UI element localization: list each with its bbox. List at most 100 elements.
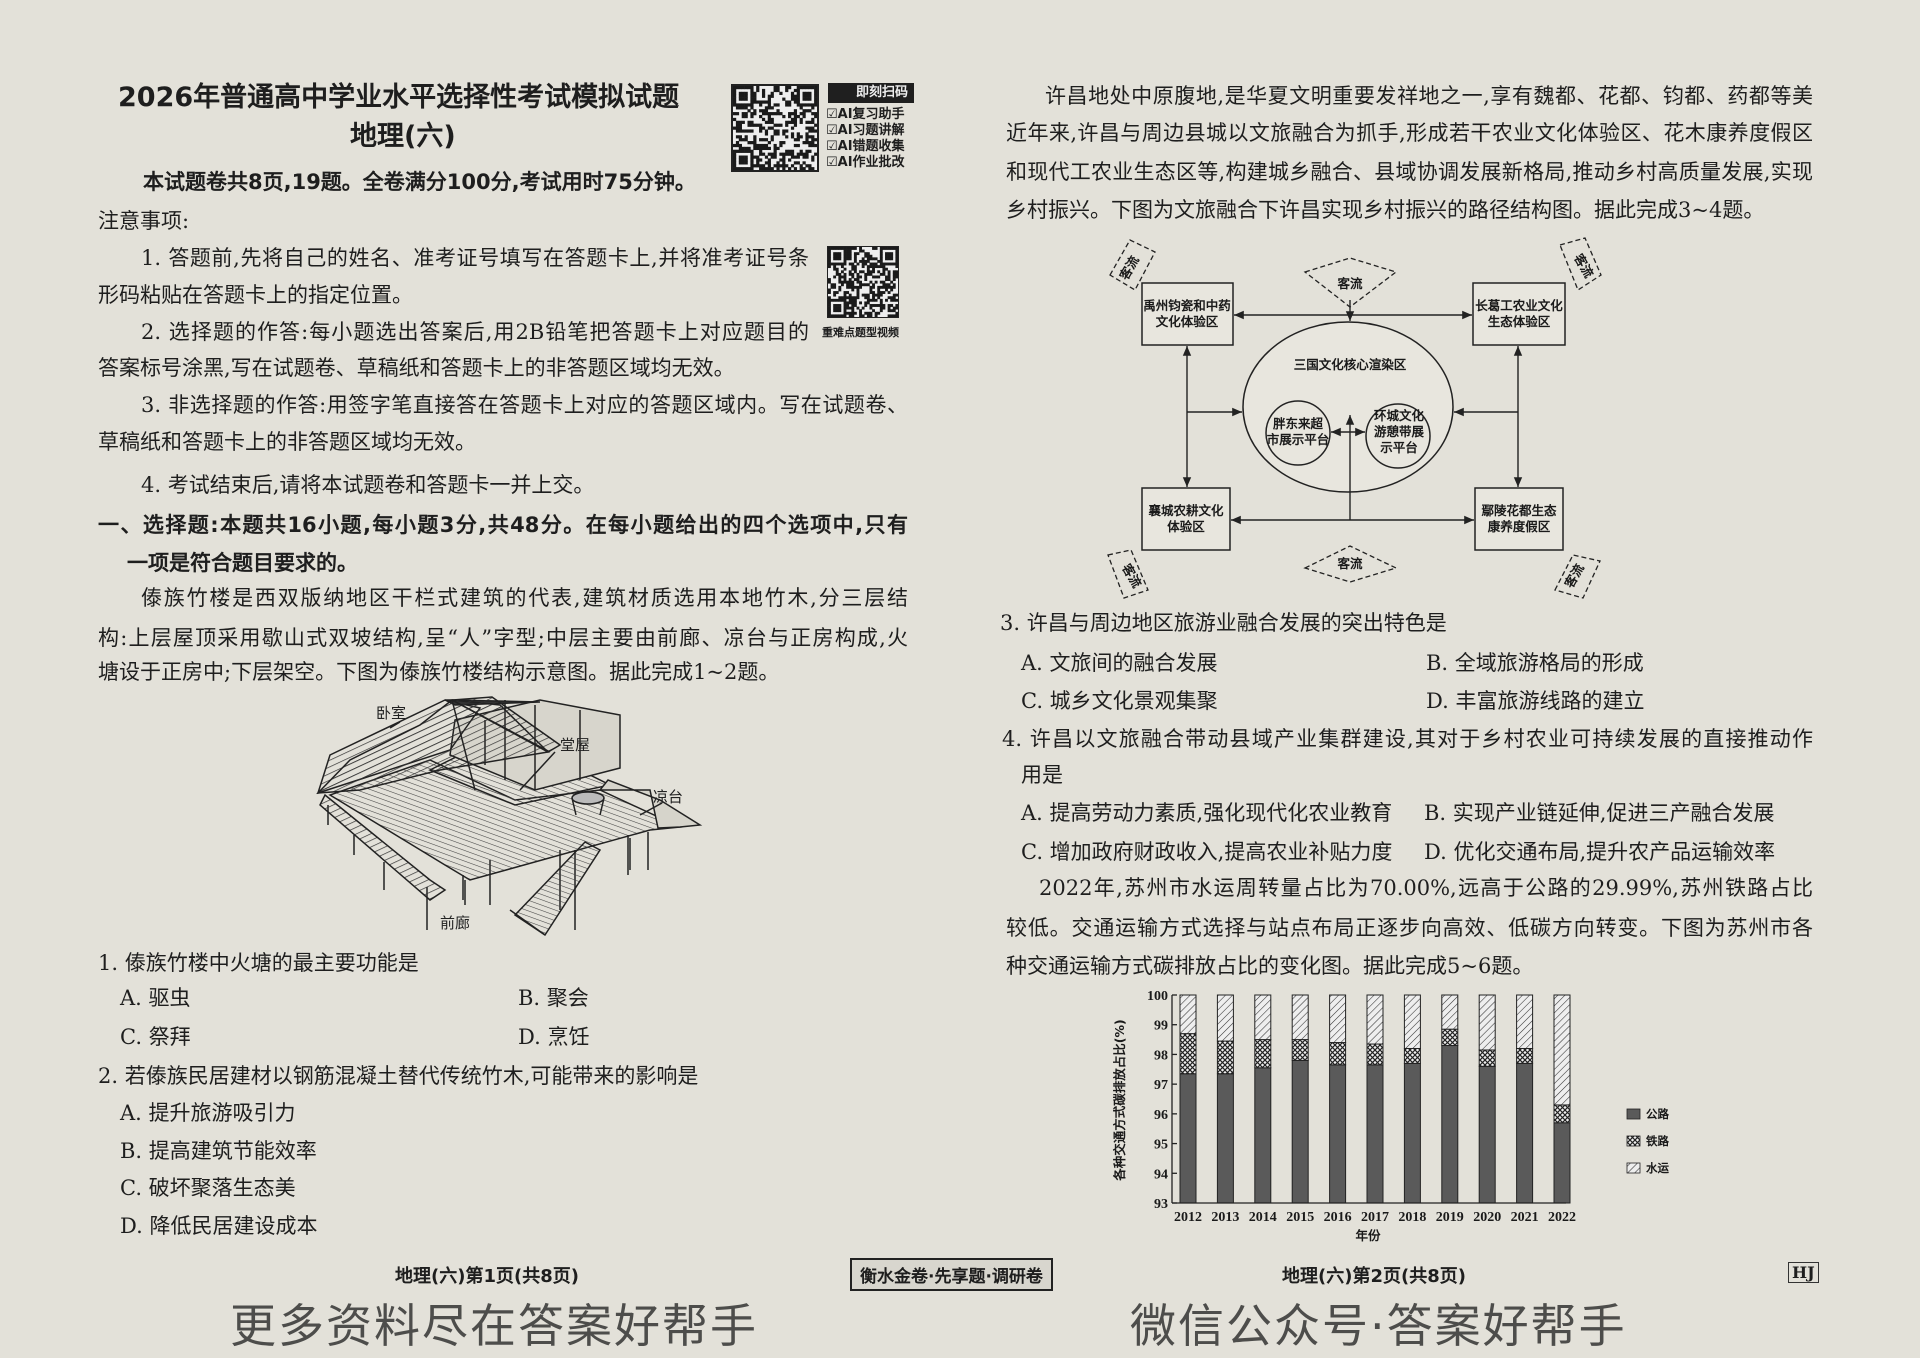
x-tick-label: 2015 [1286,1210,1314,1225]
flow-label: 客流 [1336,276,1363,291]
bar-segment-road [1441,1045,1459,1204]
bar-segment-rail [1478,1049,1496,1067]
legend-label: 铁路 [1646,1134,1669,1148]
passage-line: 乡村振兴。下图为文旅融合下许昌实现乡村振兴的路径结构图。据此完成3~4题。 [1006,198,1765,222]
section-heading: 一项是符合题目要求的。 [127,551,358,575]
question-2-stem: 2. 若傣族民居建材以钢筋混凝土替代传统竹木,可能带来的影响是 [98,1064,699,1088]
bar-segment-rail [1254,1039,1272,1069]
zone-label: 康养度假区 [1488,519,1551,534]
flow-shape-top [1303,257,1398,308]
bar-segment-road [1366,1064,1384,1204]
question-3-option-a[interactable]: A. 文旅间的融合发展 [1021,651,1218,675]
qr-feature: ☑AI复习助手 [826,107,905,122]
passage-line: 较低。交通运输方式选择与站点布局正逐步向高效、低碳方向转变。下图为苏州市各 [1006,916,1813,940]
x-tick-label: 2016 [1324,1210,1352,1225]
notice-line: 4. 考试结束后,请将本试题卷和答题卡一并上交。 [141,473,595,497]
qr-feature: ☑AI错题收集 [826,139,905,154]
x-tick-label: 2022 [1548,1210,1576,1225]
zone-box-yanling [1474,487,1564,551]
bar-segment-water [1441,994,1459,1030]
question-1-option-b[interactable]: B. 聚会 [518,986,589,1010]
x-tick-label: 2021 [1511,1210,1539,1225]
y-tick-label: 96 [1154,1108,1168,1123]
passage-line: 近年来,许昌与周边县城以文旅融合为抓手,形成若干农业文化体验区、花木康养度假区 [1006,121,1813,145]
bar-segment-road [1403,1062,1421,1204]
notice-line: 3. 非选择题的作答:用签字笔直接答在答题卡上对应的答题区域内。写在试题卷、 [141,393,908,417]
qr-code[interactable] [731,84,819,172]
question-3-option-d[interactable]: D. 丰富旅游线路的建立 [1426,689,1645,713]
bar-segment-water [1403,994,1421,1049]
zone-box-changge [1472,282,1566,346]
label-porch: 前廊 [440,914,470,932]
notice-heading: 注意事项: [98,209,190,233]
flow-shape-tl [1109,239,1156,291]
qr-code-video[interactable] [827,246,899,318]
question-2-option-c[interactable]: C. 破坏聚落生态美 [120,1176,296,1200]
watermark-text: 微信公众号·答案好帮手 [1130,1299,1627,1353]
exam-info: 本试题卷共8页,19题。全卷满分100分,考试用时75分钟。 [143,170,696,194]
question-2-option-a[interactable]: A. 提升旅游吸引力 [120,1101,296,1125]
qr-caption: 重难点题型视频 [822,326,899,339]
bar-segment-water [1291,994,1309,1041]
x-tick-label: 2017 [1361,1210,1389,1225]
flow-shape-tr [1559,237,1602,291]
zone-label: 体验区 [1167,519,1205,534]
passage-line: 2022年,苏州市水运周转量占比为70.00%,远高于公路的29.99%,苏州铁… [1039,876,1813,900]
question-1-option-d[interactable]: D. 烹饪 [518,1025,590,1049]
question-2-option-b[interactable]: B. 提高建筑节能效率 [120,1139,317,1163]
question-4-option-b[interactable]: B. 实现产业链延伸,促进三产融合发展 [1424,801,1775,825]
question-1-option-c[interactable]: C. 祭拜 [120,1025,191,1049]
chart-y-axis-label: 各种交通方式碳排放占比(%) [1112,1019,1127,1181]
notice-line: 2. 选择题的作答:每小题选出答案后,用2B铅笔把答题卡上对应题目的 [141,320,809,344]
bar-segment-road [1553,1122,1571,1204]
notice-line: 草稿纸和答题卡上的非答题区域均无效。 [98,430,476,454]
label-arrow [519,751,556,791]
flow-label: 客流 [1119,560,1145,590]
question-2-option-d[interactable]: D. 降低民居建设成本 [120,1214,318,1238]
zone-box-yuzhou [1141,282,1234,346]
y-tick-label: 94 [1154,1167,1168,1182]
y-tick-label: 93 [1154,1197,1168,1212]
platform-label: 游憩带展 [1374,424,1425,439]
flow-shape-bl [1107,549,1149,599]
bar-segment-rail [1441,1028,1459,1047]
platform-label: 示平台 [1379,440,1418,455]
question-4-option-d[interactable]: D. 优化交通布局,提升农产品运输效率 [1424,840,1776,864]
x-tick-label: 2020 [1473,1210,1501,1225]
qr-pattern [828,247,899,318]
question-3-option-c[interactable]: C. 城乡文化景观集聚 [1021,689,1218,713]
qr-feature: ☑AI作业批改 [826,155,905,170]
zone-label: 长葛工农业文化 [1475,298,1563,313]
y-tick-label: 97 [1154,1078,1168,1093]
y-tick-label: 95 [1154,1138,1168,1153]
publisher-banner: 衡水金卷·先享题·调研卷 [850,1258,1053,1291]
flow-label: 客流 [1571,250,1597,280]
bar-segment-road [1254,1067,1272,1204]
bar-segment-road [1216,1073,1234,1204]
question-4-stem: 用是 [1021,763,1063,787]
bar-segment-water [1254,994,1272,1041]
bar-segment-rail [1179,1033,1197,1075]
notice-line: 形码粘贴在答题卡上的指定位置。 [98,283,413,307]
qr-pattern [733,86,818,171]
flow-shape-br [1554,554,1601,599]
platform-label: 环城文化 [1374,408,1425,423]
bar-segment-water [1553,994,1571,1106]
exam-subtitle: 地理(六) [350,121,456,152]
notice-line: 1. 答题前,先将自己的姓名、准考证号填写在答题卡上,并将准考证号条 [141,246,809,270]
bar-segment-water [1179,994,1197,1035]
passage-line: 塘设于正房中;下层架空。下图为傣族竹楼结构示意图。据此完成1~2题。 [98,660,780,684]
question-1-option-a[interactable]: A. 驱虫 [120,986,191,1010]
bar-segment-road [1516,1062,1534,1204]
question-3-option-b[interactable]: B. 全域旅游格局的形成 [1426,651,1644,675]
page-footer-left: 地理(六)第1页(共8页) [395,1266,579,1287]
core-zone-ellipse [1242,321,1454,493]
question-4-option-c[interactable]: C. 增加政府财政收入,提高农业补贴力度 [1021,840,1393,864]
passage-line: 和现代工农业生态区等,构建城乡融合、县域协调发展新格局,推动乡村高质量发展,实现 [1006,160,1813,184]
question-3-stem: 3. 许昌与周边地区旅游业融合发展的突出特色是 [1000,611,1447,635]
question-4-option-a[interactable]: A. 提高劳动力素质,强化现代化农业教育 [1021,801,1393,825]
label-arrow [389,721,401,729]
y-tick-label: 100 [1147,989,1168,1004]
zone-label: 禹州钧瓷和中药 [1143,298,1231,313]
zone-label: 鄢陵花都生态 [1481,503,1557,518]
